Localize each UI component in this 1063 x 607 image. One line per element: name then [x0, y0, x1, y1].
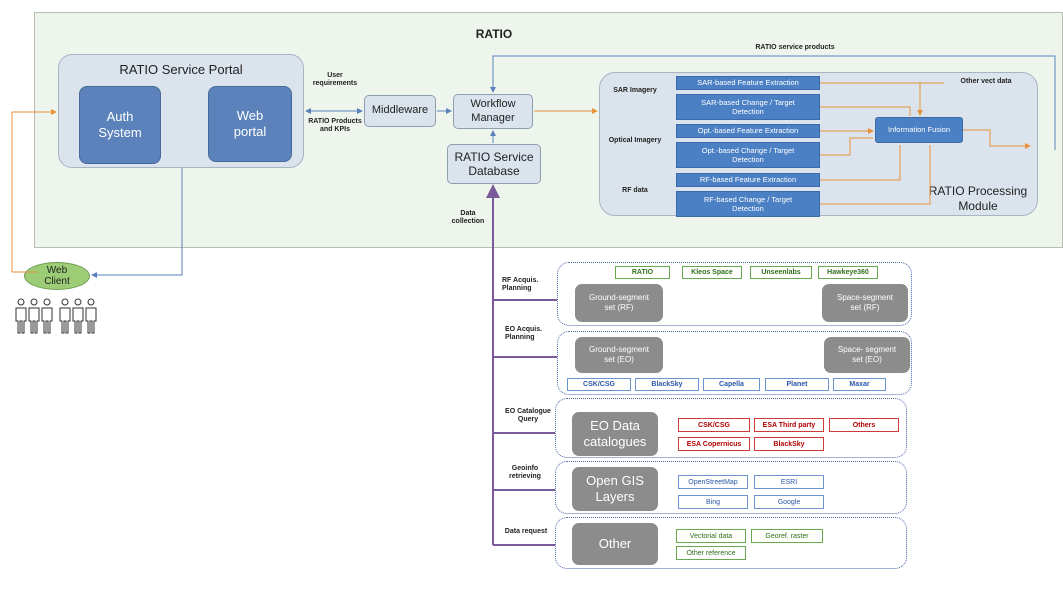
other-chip-georef-raster: Georef. raster — [751, 529, 823, 543]
eo-chip-maxar: Maxar — [833, 378, 886, 391]
auth-system-box: Auth System — [79, 86, 161, 164]
other-box: Other — [572, 523, 658, 565]
eo-chip-planet: Planet — [765, 378, 829, 391]
web-portal-box: Web portal — [208, 86, 292, 162]
eo-data-catalogues-box: EO Data catalogues — [572, 412, 658, 456]
portal-title: RATIO Service Portal — [119, 62, 243, 77]
eo-chip-csk: CSK/CSG — [567, 378, 631, 391]
cat-chip-others: Others — [829, 418, 899, 432]
rf-acq-label: RF Acquis. Planning — [502, 277, 539, 293]
gis-chip-bing: Bing — [678, 495, 748, 509]
other-chip-other-reference: Other reference — [676, 546, 746, 560]
person-icon — [28, 298, 40, 334]
person-icon — [15, 298, 27, 334]
data-request-label: Data request — [504, 528, 548, 535]
rf-ground-segment-box: Ground-segment set (RF) — [575, 284, 663, 322]
open-gis-layers-box: Open GIS Layers — [572, 467, 658, 511]
cat-chip-blacksky: BlackSky — [754, 437, 824, 451]
person-icon — [41, 298, 53, 334]
gis-chip-google: Google — [754, 495, 824, 509]
sar-change-box: SAR-based Change / Target Detection — [676, 94, 820, 120]
data-collection-label: Data collection — [451, 210, 485, 226]
middleware-box: Middleware — [364, 95, 436, 127]
eo-space-segment-box: Space- segment set (EO) — [824, 337, 910, 373]
sar-feature-box: SAR-based Feature Extraction — [676, 76, 820, 90]
rf-chip-hawkeye: Hawkeye360 — [818, 266, 878, 279]
gis-chip-esri: ESRI — [754, 475, 824, 489]
rf-feature-box: RF-based Feature Extraction — [676, 173, 820, 187]
rf-chip-unseenlabs: Unseenlabs — [750, 266, 812, 279]
person-icon — [85, 298, 97, 334]
rf-data-label: RF data — [622, 187, 648, 194]
eo-chip-blacksky: BlackSky — [635, 378, 699, 391]
web-client: Web Client — [24, 262, 90, 290]
eo-chip-capella: Capella — [703, 378, 760, 391]
gis-chip-osm: OpenStreetMap — [678, 475, 748, 489]
sar-imagery-label: SAR Imagery — [613, 87, 657, 94]
ratio-title: RATIO — [475, 27, 513, 41]
other-vect-data-label: Other vect data — [960, 78, 1012, 85]
products-kpis-label: RATIO Products and KPIs — [308, 118, 362, 134]
rf-chip-kleos: Kleos Space — [682, 266, 742, 279]
user-requirements-label: User requirements — [312, 72, 358, 88]
eo-cat-label: EO Catalogue Query — [505, 408, 551, 424]
eo-ground-segment-box: Ground-segment set (EO) — [575, 337, 663, 373]
person-icon — [59, 298, 71, 334]
rf-change-box: RF-based Change / Target Detection — [676, 191, 820, 217]
information-fusion-box: Information Fusion — [875, 117, 963, 143]
rf-chip-ratio: RATIO — [615, 266, 670, 279]
other-chip-vectorial: Vectorial data — [676, 529, 746, 543]
service-products-label: RATIO service products — [755, 44, 835, 51]
opt-change-box: Opt.-based Change / Target Detection — [676, 142, 820, 168]
service-database-box: RATIO Service Database — [447, 144, 541, 184]
geoinfo-label: Geoinfo retrieving — [509, 465, 541, 481]
eo-acq-label: EO Acquis. Planning — [505, 326, 543, 342]
cat-chip-esa-copernicus: ESA Copernicus — [678, 437, 750, 451]
optical-imagery-label: Optical Imagery — [608, 137, 662, 144]
opt-feature-box: Opt.-based Feature Extraction — [676, 124, 820, 138]
users-icon — [15, 298, 97, 334]
workflow-manager-box: Workflow Manager — [453, 94, 533, 129]
person-icon — [72, 298, 84, 334]
processing-module-title: RATIO Processing Module — [928, 184, 1028, 213]
cat-chip-esa-third-party: ESA Third party — [754, 418, 824, 432]
cat-chip-csk: CSK/CSG — [678, 418, 750, 432]
rf-space-segment-box: Space-segment set (RF) — [822, 284, 908, 322]
